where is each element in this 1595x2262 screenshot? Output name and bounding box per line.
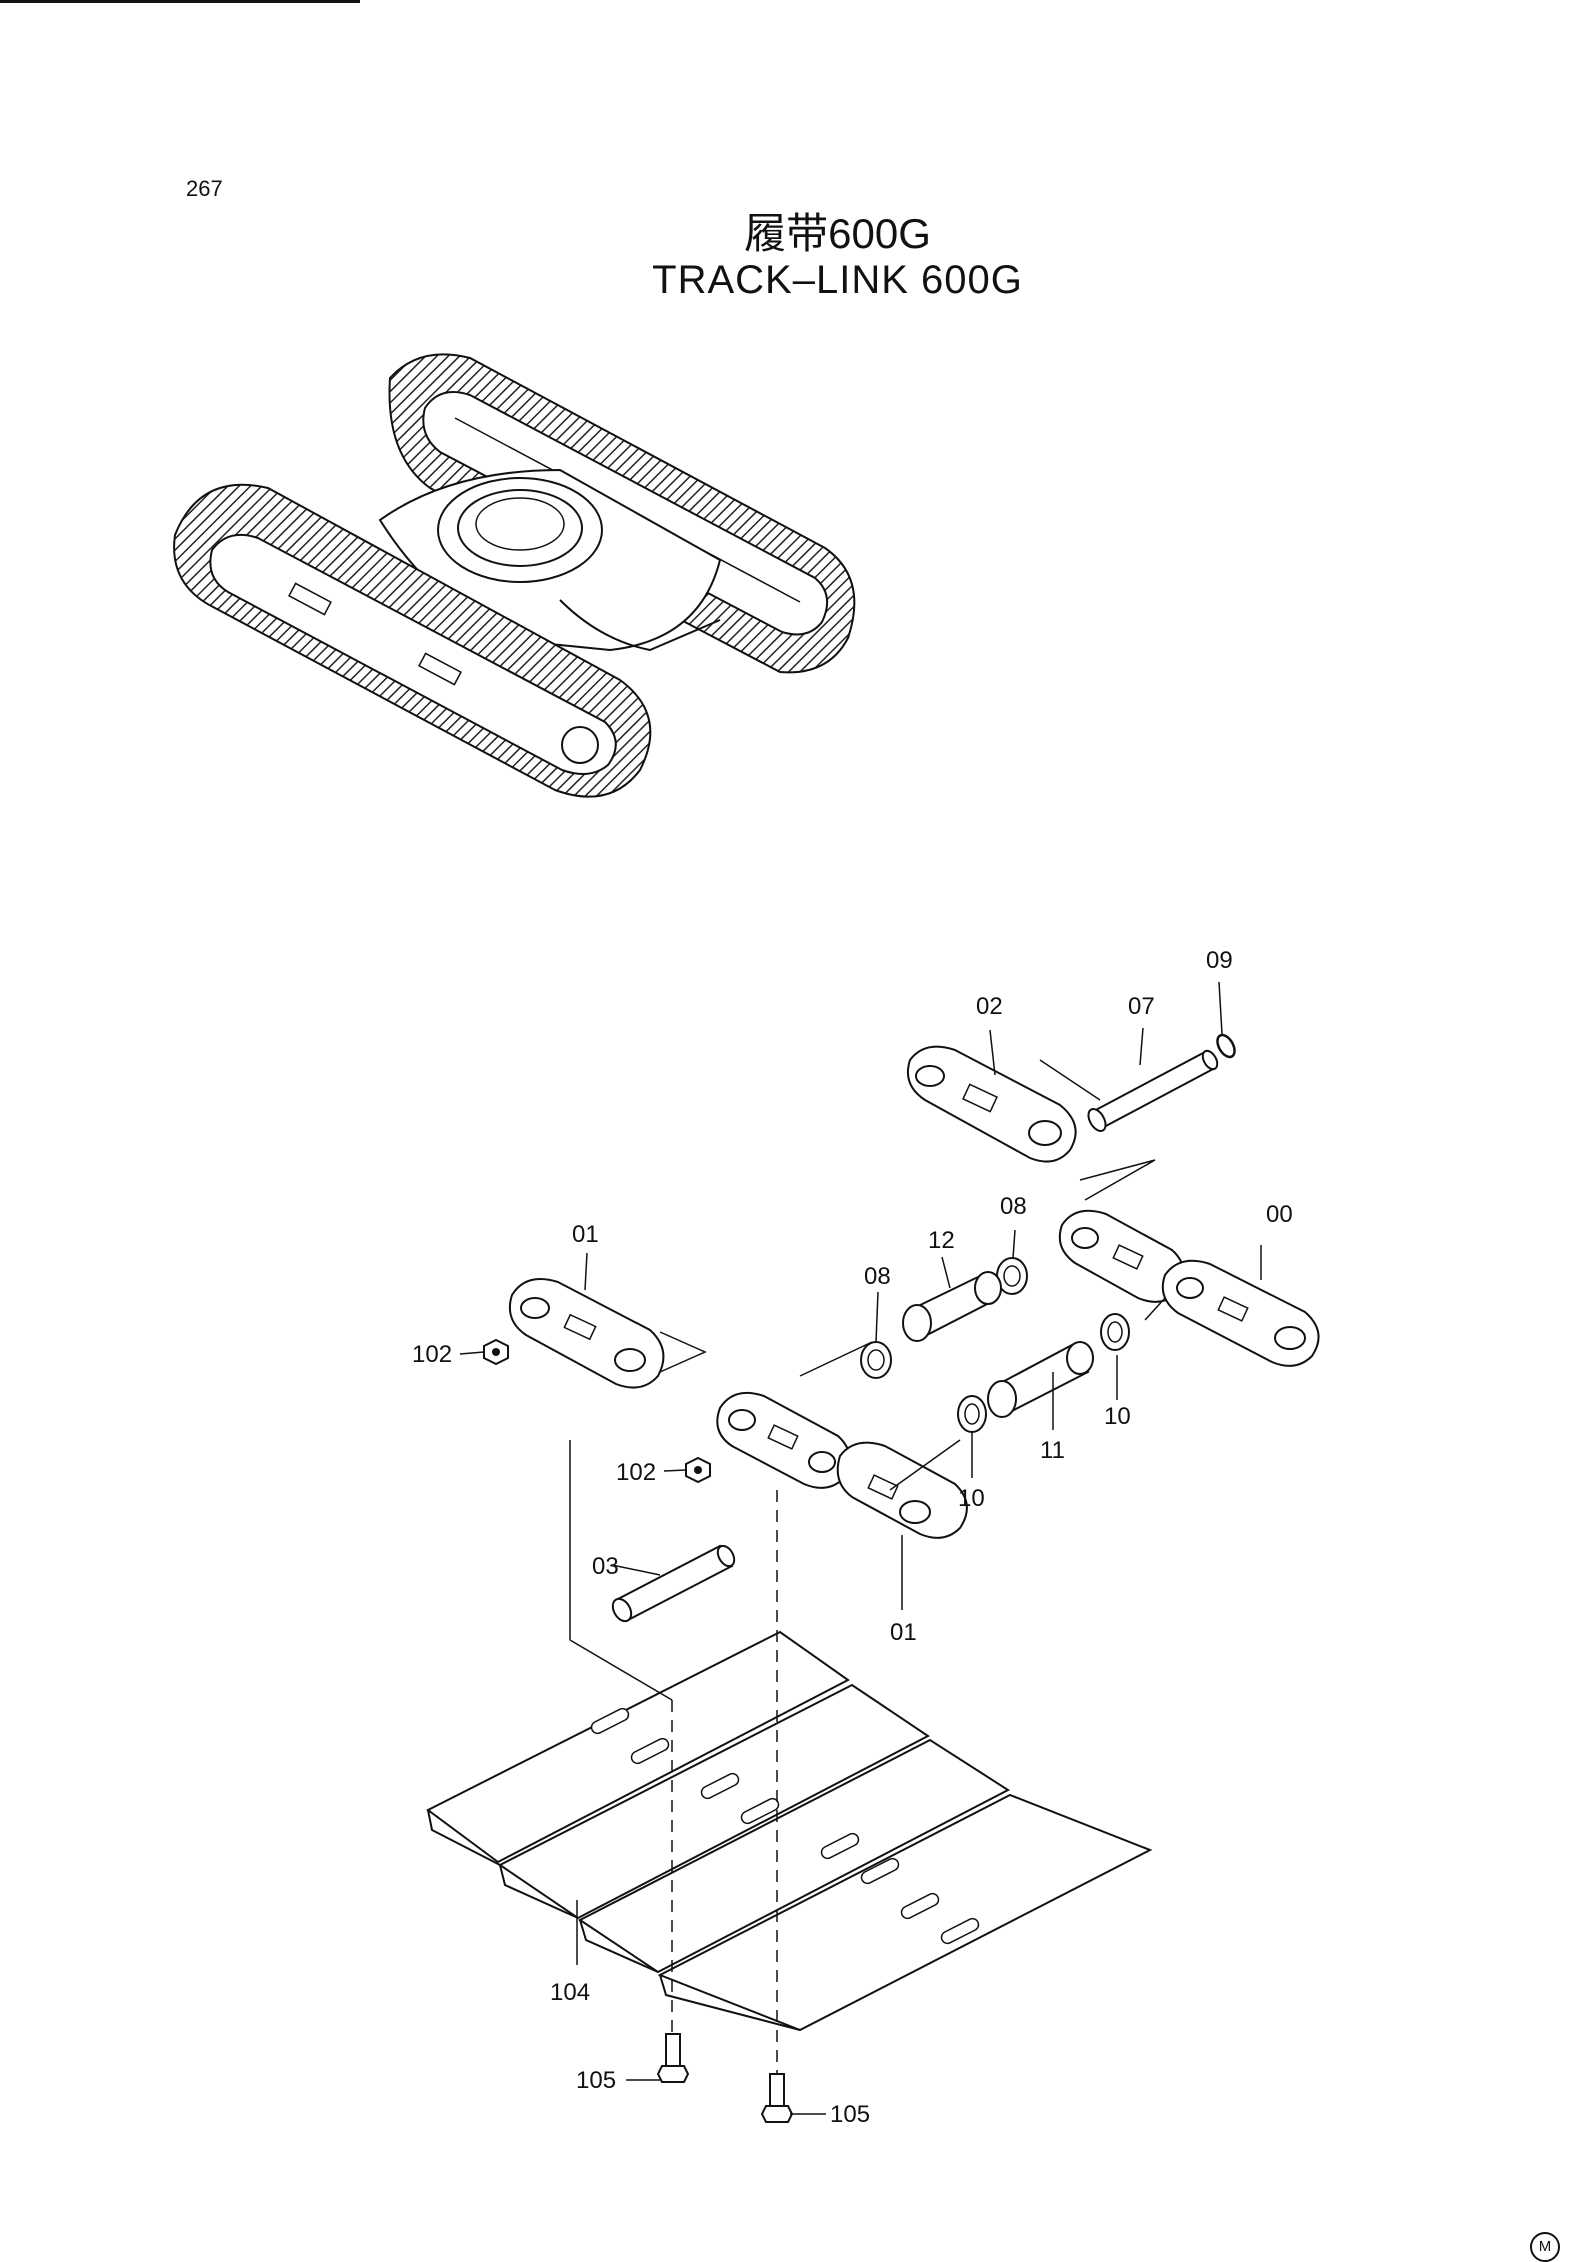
callout-11: 11 <box>1040 1437 1065 1464</box>
bolt-105-left <box>656 2033 690 2083</box>
bushing-12 <box>902 1271 1002 1342</box>
title-chinese: 履带600G <box>744 210 931 257</box>
master-link-02 <box>906 1045 1077 1163</box>
callout-105-right: 105 <box>830 2101 870 2128</box>
front-track-frame <box>173 483 652 798</box>
seal-08-lower <box>860 1341 892 1379</box>
callout-09: 09 <box>1206 947 1233 974</box>
callout-leaders <box>459 981 1262 2115</box>
undercarriage-overview-illustration <box>173 353 856 798</box>
corner-circle-mark: M <box>1530 2232 1560 2262</box>
callout-12: 12 <box>928 1227 955 1254</box>
callout-10-left: 10 <box>958 1485 985 1512</box>
callout-104: 104 <box>550 1979 590 2006</box>
track-link-01-lower <box>716 1392 968 1539</box>
header-rule <box>0 0 360 3</box>
callout-08-lower: 08 <box>864 1263 891 1290</box>
track-link-00 <box>1058 1209 1320 1367</box>
callout-02: 02 <box>976 993 1003 1020</box>
callout-03: 03 <box>592 1553 619 1580</box>
callout-102-lower: 102 <box>616 1459 656 1486</box>
bushing-11 <box>987 1341 1094 1418</box>
title-english: TRACK–LINK 600G <box>652 258 1023 302</box>
callout-07: 07 <box>1128 993 1155 1020</box>
assembly-lines <box>569 1059 1166 2074</box>
callout-labels: 00 01 01 02 03 07 08 08 09 10 10 11 12 1… <box>412 947 1293 2128</box>
track-pin-03 <box>611 1544 736 1623</box>
seal-10-left <box>957 1395 987 1433</box>
track-shoe-plates-104 <box>426 1630 1153 2032</box>
master-pin-07 <box>1087 1049 1219 1132</box>
callout-01-lower: 01 <box>890 1619 917 1646</box>
bolt-105-right <box>760 2073 794 2123</box>
track-link-01-upper <box>508 1278 665 1389</box>
seal-10-right <box>1100 1313 1130 1351</box>
snap-ring-09 <box>1216 1033 1236 1059</box>
callout-102-upper: 102 <box>412 1341 452 1368</box>
callout-01-upper: 01 <box>572 1221 599 1248</box>
nut-102-upper <box>483 1338 509 1366</box>
callout-10-right: 10 <box>1104 1403 1131 1430</box>
nut-102-lower <box>685 1456 711 1484</box>
callout-105-left: 105 <box>576 2067 616 2094</box>
callout-08-upper: 08 <box>1000 1193 1027 1220</box>
page-number: 267 <box>186 176 223 201</box>
callout-00: 00 <box>1266 1201 1293 1228</box>
